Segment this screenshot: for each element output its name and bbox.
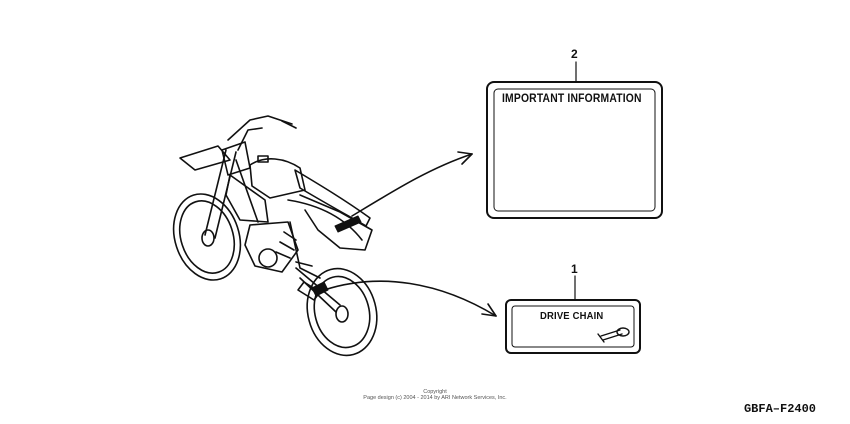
- copyright-notice: Copyright Page design (c) 2004 - 2014 by…: [335, 389, 535, 401]
- important-information-label: [486, 81, 663, 219]
- drive-chain-label: [505, 299, 641, 354]
- drive-chain-label-text: DRIVE CHAIN: [540, 310, 604, 322]
- wrench-icon: [597, 327, 630, 343]
- callout-number-1: 1: [571, 262, 578, 276]
- pointer-arrow: [323, 151, 497, 317]
- chain-label-location: [311, 281, 329, 297]
- callout-number-2: 2: [571, 47, 578, 61]
- diagram-code: GBFA–F2400: [743, 402, 816, 416]
- motorcycle-illustration: [172, 115, 378, 357]
- important-label-text: IMPORTANT INFORMATION: [502, 93, 642, 105]
- copyright-line-1: Copyright: [423, 389, 447, 395]
- important-label-location: [334, 215, 362, 233]
- copyright-line-2: Page design (c) 2004 - 2014 by ARI Netwo…: [363, 395, 507, 401]
